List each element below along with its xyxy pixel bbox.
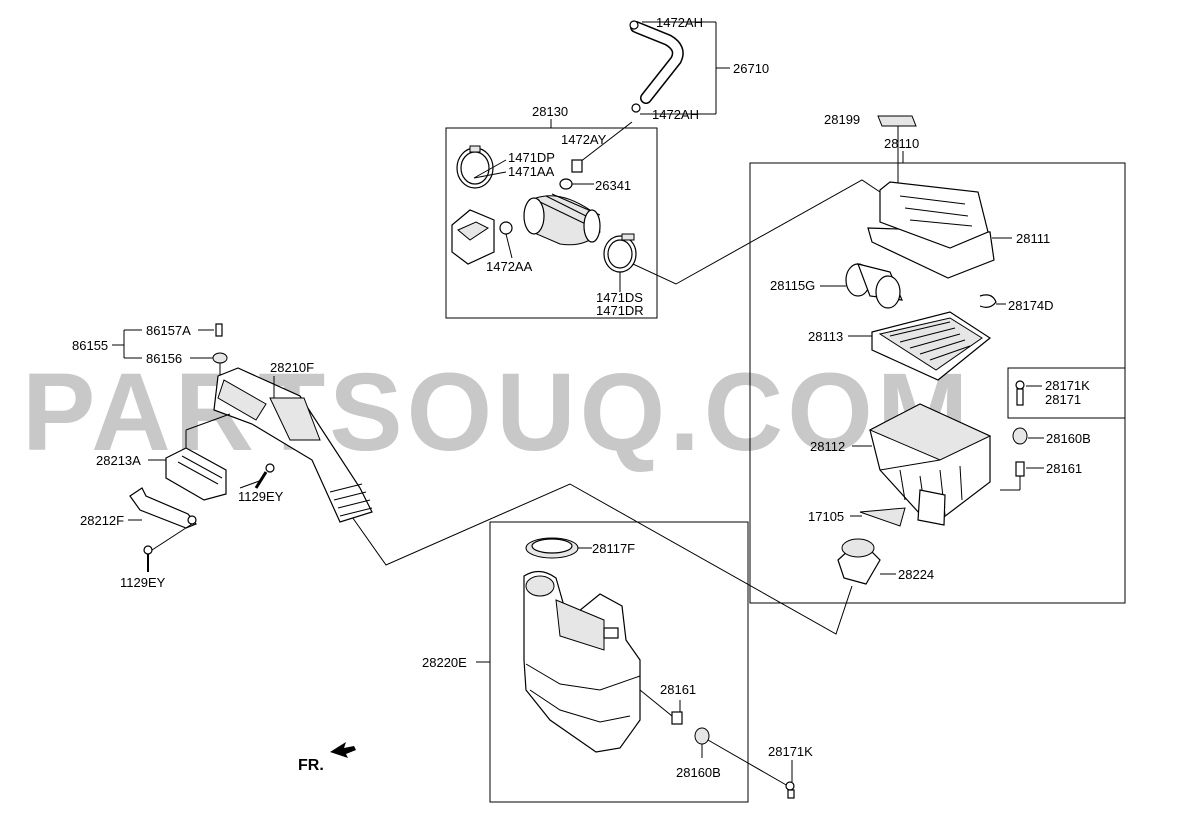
clip-28174D (979, 294, 997, 308)
front-direction-arrow-icon (330, 742, 356, 758)
air-duct-28210F (213, 367, 373, 523)
label-28224: 28224 (898, 567, 934, 582)
front-direction-label: FR. (298, 757, 324, 774)
label-28171K-lower: 28171K (768, 744, 813, 759)
label-28113: 28113 (808, 329, 843, 344)
label-28174D: 28174D (1008, 298, 1054, 313)
bolt-28171K-lower (785, 781, 795, 799)
label-28161-right: 28161 (1046, 461, 1082, 476)
label-26341: 26341 (595, 178, 631, 193)
label-1471DR: 1471DR (596, 303, 644, 318)
hose-fitting-1472AY (571, 159, 583, 173)
label-26710: 26710 (733, 61, 769, 76)
collar-28161-lower (671, 711, 683, 725)
bracket-28213A (165, 447, 227, 501)
label-28111: 28111 (1016, 231, 1050, 246)
gasket-17105 (859, 507, 906, 527)
label-28161-lower: 28161 (660, 682, 696, 697)
label-1129EY-upper: 1129EY (238, 489, 284, 504)
air-cleaner-cover (867, 181, 995, 279)
label-28112: 28112 (810, 439, 845, 454)
label-86155: 86155 (72, 338, 108, 353)
label-86157A: 86157A (146, 323, 191, 338)
label-28199: 28199 (824, 112, 860, 127)
connector-resonator-to-cover (619, 179, 881, 285)
bolt-28171 (1015, 380, 1025, 406)
resonator-28220E (523, 570, 641, 753)
label-28210F: 28210F (270, 360, 314, 375)
air-cleaner-body (868, 403, 992, 526)
clamp-1471DP (456, 145, 494, 189)
label-28160B-right: 28160B (1046, 431, 1091, 446)
label-28130: 28130 (532, 104, 568, 119)
bushing-28160B (1012, 427, 1028, 445)
connector-duct-to-housing (349, 483, 853, 635)
label-1471AA: 1471AA (508, 164, 555, 179)
watermark: PARTSOUQ.COM (22, 351, 972, 474)
collar-28161 (1015, 461, 1025, 477)
label-28171: 28171 (1045, 392, 1081, 407)
label-1471DS: 1471DS (596, 290, 643, 305)
label-28117F: 28117F (592, 541, 635, 556)
gasket-28117F (525, 537, 579, 559)
washer-86156 (212, 352, 228, 364)
breather-hose (629, 20, 684, 113)
label-1472AH-bottom: 1472AH (652, 107, 699, 122)
duct-28115G (845, 263, 903, 309)
label-17105: 17105 (808, 509, 844, 524)
inner-box-28171 (1007, 367, 1126, 419)
nipple-26341 (559, 178, 573, 190)
bracket-28212F (129, 487, 197, 529)
label-28220E: 28220E (422, 655, 467, 670)
clamp-1471DS (603, 233, 637, 273)
label-1472AA: 1472AA (486, 259, 533, 274)
label-1472AY: 1472AY (561, 132, 607, 147)
label-28160B-lower: 28160B (676, 765, 721, 780)
bolt-86157A (215, 323, 223, 337)
label-28199 (877, 115, 917, 127)
label-1472AH-top: 1472AH (656, 15, 703, 30)
label-28110: 28110 (884, 136, 919, 151)
bushing-28160B-lower (694, 727, 710, 745)
hose-28224 (837, 538, 881, 585)
bolt-1129EY-lower (143, 545, 153, 572)
label-1471DP: 1471DP (508, 150, 555, 165)
resonator-box (451, 209, 495, 265)
label-28115G: 28115G (770, 278, 815, 293)
label-86156: 86156 (146, 351, 182, 366)
label-28213A: 28213A (96, 453, 141, 468)
label-28212F: 28212F (80, 513, 124, 528)
label-1129EY-lower: 1129EY (120, 575, 166, 590)
air-filter-element (871, 311, 992, 381)
clamp-1472AA (499, 221, 513, 235)
label-28171K-right: 28171K (1045, 378, 1090, 393)
air-hose-resonator (523, 193, 601, 246)
